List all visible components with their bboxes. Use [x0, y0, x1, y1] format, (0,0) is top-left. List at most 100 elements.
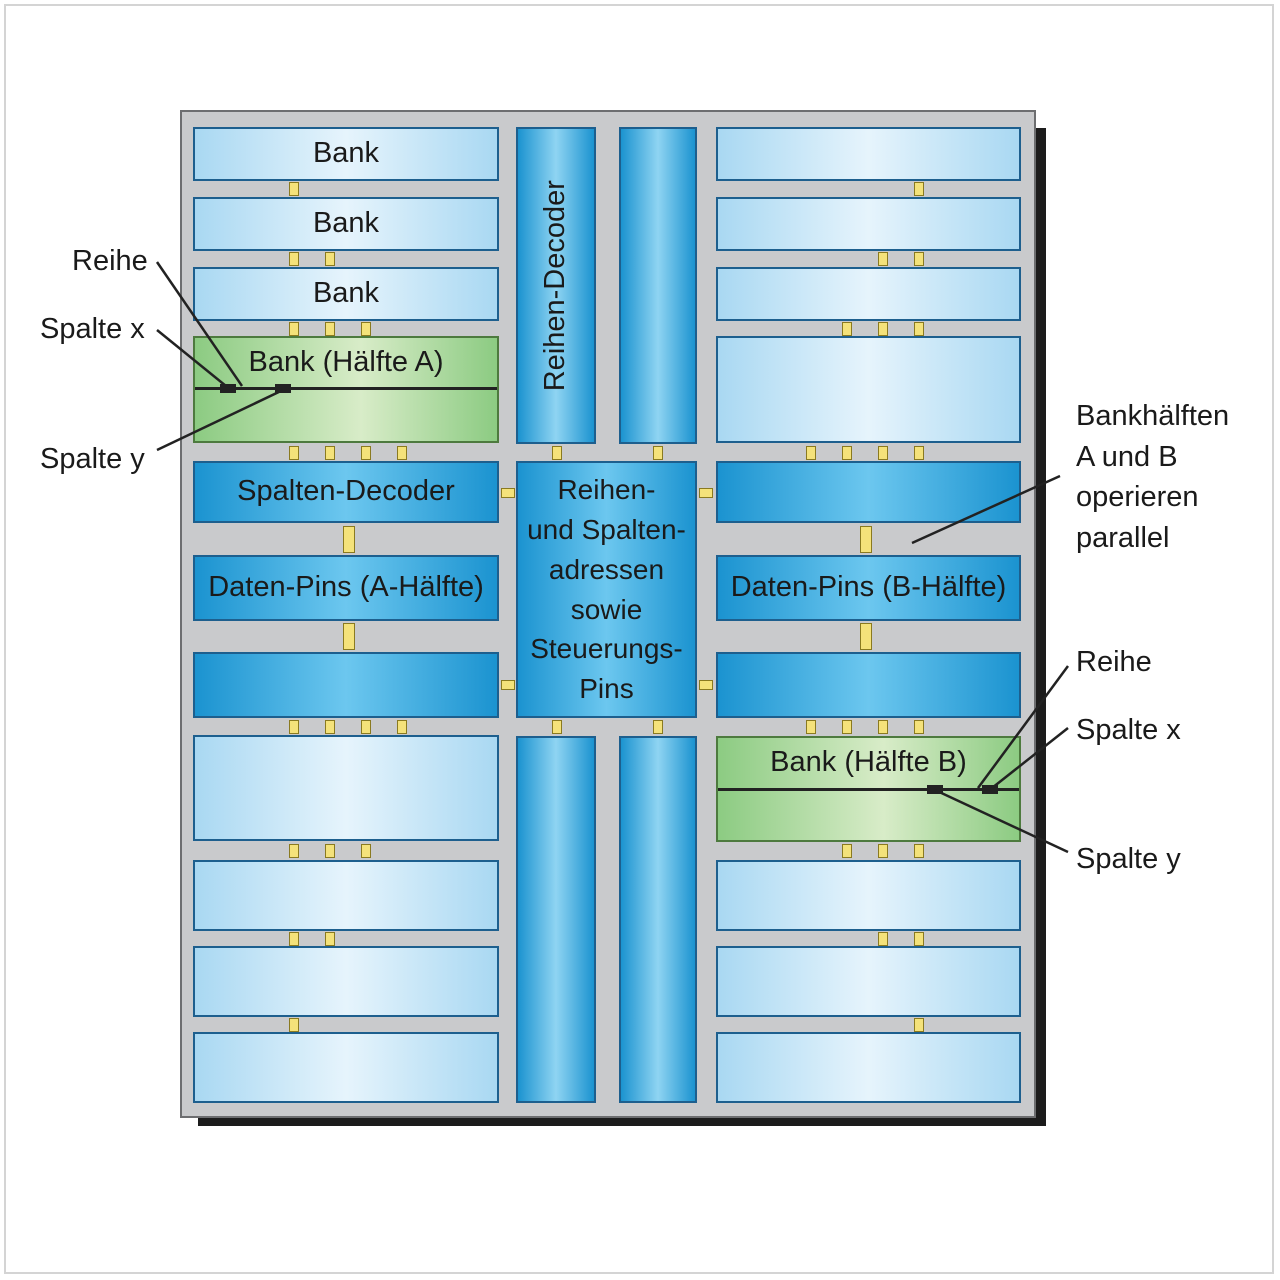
- connector: [325, 932, 335, 946]
- connector: [878, 446, 888, 460]
- connector: [878, 932, 888, 946]
- connector: [878, 252, 888, 266]
- bank-half-b-column-y-marker: [927, 785, 943, 794]
- connector: [699, 488, 713, 498]
- connector: [289, 446, 299, 460]
- connector: [325, 844, 335, 858]
- bank-half-a-column-y-marker: [275, 384, 291, 393]
- connector: [289, 252, 299, 266]
- bank-left-lower-2: [193, 860, 499, 931]
- bank-right-3: [716, 267, 1021, 321]
- connector: [325, 720, 335, 734]
- label-right-column-y: Spalte y: [1076, 843, 1181, 875]
- label-right-column-x: Spalte x: [1076, 714, 1181, 746]
- label-left-column-x: Spalte x: [40, 313, 145, 345]
- connector: [878, 322, 888, 336]
- row-decoder: Reihen-Decoder: [516, 127, 596, 444]
- connector: [914, 844, 924, 858]
- connector: [325, 322, 335, 336]
- bank-right-lower-3: [716, 1032, 1021, 1103]
- data-pins-a-label: Daten-Pins (A-Hälfte): [208, 571, 484, 604]
- bank-half-b-label: Bank (Hälfte B): [770, 746, 967, 778]
- connector: [806, 720, 816, 734]
- bank-half-b-row-line: [718, 788, 1019, 791]
- bank-right-lower-2: [716, 946, 1021, 1017]
- connector: [289, 182, 299, 196]
- bank-right-4: [716, 336, 1021, 443]
- connector: [397, 720, 407, 734]
- label-bank-halves-parallel: Bankhälften A und B operieren parallel: [1076, 400, 1230, 554]
- bank-left-3-label: Bank: [312, 277, 380, 310]
- bank-left-2-label: Bank: [312, 207, 380, 240]
- connector: [699, 680, 713, 690]
- connector: [842, 844, 852, 858]
- connector: [914, 446, 924, 460]
- right-upper-dark-block: [716, 461, 1021, 523]
- connector: [914, 720, 924, 734]
- connector: [289, 1018, 299, 1032]
- connector: [860, 526, 872, 553]
- bank-left-2: Bank: [193, 197, 499, 251]
- connector: [914, 932, 924, 946]
- connector: [914, 322, 924, 336]
- connector: [501, 488, 515, 498]
- connector: [397, 446, 407, 460]
- data-pins-a: Daten-Pins (A-Hälfte): [193, 555, 499, 621]
- connector: [914, 252, 924, 266]
- bank-right-lower-1: [716, 860, 1021, 931]
- connector: [552, 446, 562, 460]
- address-and-control-pins: Reihen- und Spalten- adressen sowie Steu…: [516, 461, 697, 718]
- bank-left-1-label: Bank: [312, 137, 380, 170]
- lower-right-vertical-bar: [619, 736, 697, 1103]
- label-left-row: Reihe: [72, 245, 148, 277]
- bank-half-a-label: Bank (Hälfte A): [248, 346, 444, 378]
- bank-half-a-column-x-marker: [220, 384, 236, 393]
- connector: [289, 932, 299, 946]
- connector: [914, 1018, 924, 1032]
- connector: [361, 322, 371, 336]
- connector: [653, 446, 663, 460]
- data-pins-b-label: Daten-Pins (B-Hälfte): [730, 571, 1007, 604]
- label-right-row: Reihe: [1076, 646, 1152, 678]
- bank-half-a-row-line: [195, 387, 497, 390]
- connector: [878, 844, 888, 858]
- connector: [325, 252, 335, 266]
- connector: [914, 182, 924, 196]
- connector: [806, 446, 816, 460]
- connector: [878, 720, 888, 734]
- connector: [501, 680, 515, 690]
- connector: [842, 446, 852, 460]
- connector: [361, 446, 371, 460]
- bank-left-1: Bank: [193, 127, 499, 181]
- figure-frame: [4, 4, 1274, 1274]
- connector: [343, 526, 355, 553]
- lower-left-vertical-bar: [516, 736, 596, 1103]
- column-decoder-label: Spalten-Decoder: [237, 475, 455, 508]
- left-lower-dark-block: [193, 652, 499, 718]
- connector: [860, 623, 872, 650]
- right-lower-dark-block: [716, 652, 1021, 718]
- connector: [289, 844, 299, 858]
- connector: [361, 720, 371, 734]
- connector: [842, 720, 852, 734]
- connector: [343, 623, 355, 650]
- row-decoder-label: Reihen-Decoder: [539, 179, 572, 392]
- bank-half-b-column-x-marker: [982, 785, 998, 794]
- connector: [325, 446, 335, 460]
- bank-left-lower-4: [193, 1032, 499, 1103]
- address-and-control-pins-label: Reihen- und Spalten- adressen sowie Steu…: [527, 474, 686, 704]
- connector: [842, 322, 852, 336]
- bank-left-3: Bank: [193, 267, 499, 321]
- bank-left-lower-3: [193, 946, 499, 1017]
- connector: [289, 720, 299, 734]
- bank-right-2: [716, 197, 1021, 251]
- upper-right-vertical-bar: [619, 127, 697, 444]
- connector: [361, 844, 371, 858]
- connector: [653, 720, 663, 734]
- connector: [552, 720, 562, 734]
- label-left-column-y: Spalte y: [40, 443, 145, 475]
- column-decoder: Spalten-Decoder: [193, 461, 499, 523]
- bank-right-1: [716, 127, 1021, 181]
- connector: [289, 322, 299, 336]
- bank-left-lower-1: [193, 735, 499, 841]
